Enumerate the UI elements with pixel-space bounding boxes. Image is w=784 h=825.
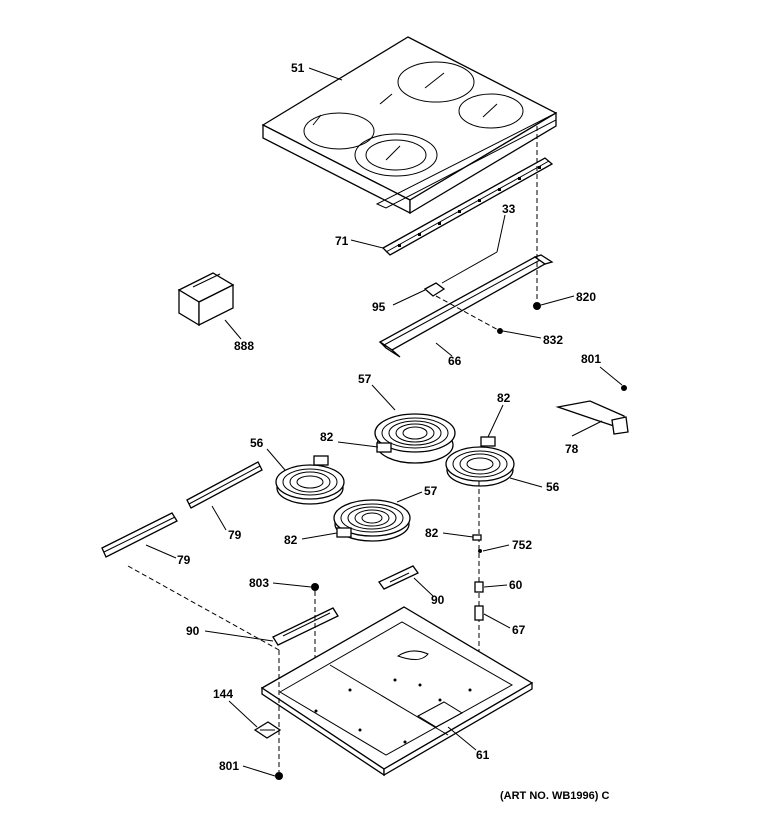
callout-888: 888	[234, 339, 254, 353]
callout-752: 752	[512, 538, 532, 552]
clip-95	[423, 282, 446, 297]
standoff-67	[474, 605, 484, 621]
terminal-block-90-right	[378, 565, 419, 590]
callout-79-upper: 79	[228, 528, 242, 542]
assembly-line-79	[127, 565, 280, 651]
callout-66: 66	[448, 354, 462, 368]
screw-801-bottom	[275, 772, 283, 780]
callout-82-right: 82	[497, 391, 511, 405]
surface-element-56-left	[275, 455, 345, 505]
callout-78: 78	[565, 442, 579, 456]
trim-strip-71	[381, 157, 554, 256]
screw-820	[533, 302, 541, 310]
callout-801-top: 801	[581, 352, 601, 366]
screw-801-top	[621, 385, 627, 391]
screw-803	[311, 583, 319, 591]
bracket-79-upper	[186, 461, 263, 509]
callout-61: 61	[476, 748, 490, 762]
callout-57-top: 57	[358, 372, 372, 386]
cooktop-glass-51	[261, 36, 558, 215]
bracket-79-lower	[101, 512, 178, 558]
art-number: (ART NO. WB1996) C	[500, 790, 609, 802]
callout-832: 832	[543, 333, 563, 347]
spacer-60	[474, 581, 484, 593]
box-888	[177, 272, 235, 327]
surface-element-57-top	[374, 413, 456, 464]
callout-95: 95	[372, 300, 386, 314]
callout-803: 803	[249, 576, 269, 590]
callout-57-middle: 57	[424, 484, 438, 498]
callout-144: 144	[213, 687, 233, 701]
callout-82-top: 82	[320, 430, 334, 444]
callout-labels: 51 33 71 888 95 820 832 66 801 57 82 82 …	[177, 61, 601, 773]
callout-56-left: 56	[250, 436, 264, 450]
bracket-144	[253, 721, 282, 739]
callout-56-right: 56	[546, 480, 560, 494]
surface-element-56-right	[445, 436, 515, 487]
burner-box-61	[260, 606, 534, 777]
callout-71: 71	[335, 234, 349, 248]
callout-60: 60	[509, 578, 523, 592]
callout-51: 51	[291, 61, 305, 75]
callout-90-right: 90	[431, 593, 445, 607]
screw-832-axis	[435, 295, 501, 332]
callout-33: 33	[502, 202, 516, 216]
callout-801-bottom: 801	[219, 759, 239, 773]
leader-lines	[145, 67, 623, 777]
callout-90-left: 90	[186, 624, 200, 638]
callout-820: 820	[576, 290, 596, 304]
bracket-78	[555, 400, 629, 435]
screw-752	[478, 549, 482, 553]
wire-33	[441, 251, 498, 284]
clip-82-lower	[472, 534, 482, 541]
surface-element-57-middle	[333, 499, 411, 542]
callout-67: 67	[512, 623, 526, 637]
terminal-block-90-left	[272, 607, 339, 646]
callout-82-bottom: 82	[284, 533, 298, 547]
callout-79-lower: 79	[177, 553, 191, 567]
callout-82-lower-right: 82	[425, 526, 439, 540]
bracket-66	[378, 254, 554, 358]
